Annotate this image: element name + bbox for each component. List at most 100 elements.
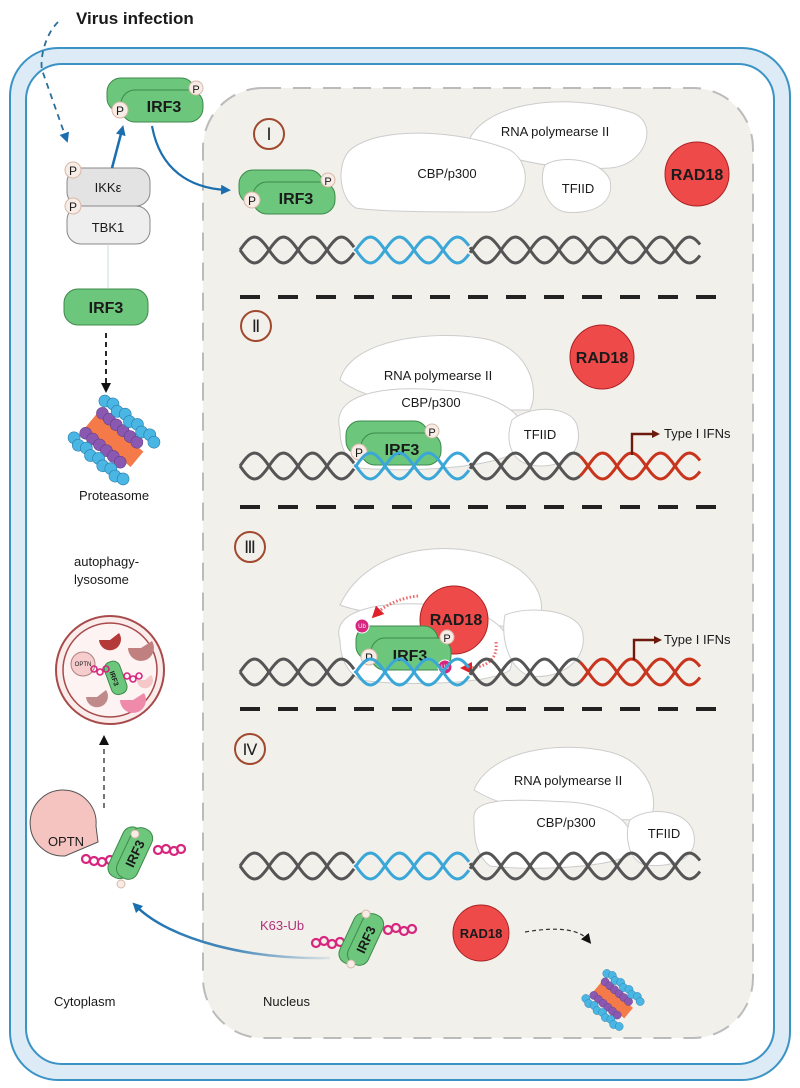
dna-strand-gray [238,657,356,687]
activation-arrow [110,125,126,169]
phospho-label: P [192,84,199,96]
phospho-label: P [116,104,124,118]
dna-strand-gray [468,451,581,481]
k63-ub-label: K63-Ub [260,918,304,933]
irf3-dimer-phosphorylated: IRF3 P P [106,77,204,123]
dna-strand-gray [468,235,702,265]
dna-strand-gray [238,235,356,265]
irf3-dimer: IRF3 P P [238,169,336,215]
rad18-label: RAD18 [671,167,724,184]
stage-marker-3: Ⅲ [234,531,266,563]
irf3-label: IRF3 [385,442,420,459]
dna-strand-blue [353,657,471,687]
stage-2: RNA polymearse II CBP/p300 TFIID RAD18 I… [238,324,731,481]
dna-strand-gray [238,235,356,265]
stage-marker-4: Ⅳ [234,733,266,765]
stage-marker-2: Ⅱ [240,310,272,342]
dna-strand-blue [353,451,471,481]
dna-helix [238,657,702,687]
rad18-protein [569,324,635,390]
proteasome-cap [147,435,161,449]
irf3-k63-ubiquitinated: IRF3 [310,909,418,969]
cbp-label: CBP/p300 [417,166,476,181]
pol2-label: RNA polymearse II [514,773,622,788]
nuclear-export-arrow [132,902,331,960]
autophagolysosome-icon: OPTN IRF3 [55,615,165,725]
stage-numeral: Ⅲ [244,538,256,557]
irf3-label: IRF3 [107,670,119,687]
dna-strand-gray [238,657,356,687]
dna-strand-blue [353,851,471,881]
tfiid-blob [626,811,695,867]
rad18-degradation-arrow [524,928,592,944]
autophagy-label-2: lysosome [74,572,129,587]
ubiquitin-tag: Ub [354,618,370,634]
dna-strand-gray [238,851,356,881]
dna-helix [238,851,702,881]
rad18-label: RAD18 [576,350,629,367]
proteasome-label: Proteasome [79,488,149,503]
phospho-label: P [69,200,77,214]
dna-strand-gray [468,657,581,687]
dna-helix [238,235,702,265]
cbp-label: CBP/p300 [401,395,460,410]
tfiid-blob [541,159,612,214]
tfiid-label: TFIID [648,826,681,841]
dna-strand-gray [468,851,702,881]
phospho-label: P [324,176,331,188]
optn-label: OPTN [75,662,92,668]
irf3-dimer: IRF3 P P [355,625,455,671]
dna-strand-gray [468,657,581,687]
stage-4: RNA polymearse II CBP/p300 TFIID [238,746,702,881]
optn-label: OPTN [48,834,84,849]
type1-ifns-label: Type I IFNs [664,632,731,647]
dna-strand-blue [353,235,471,265]
phospho-label: P [69,164,77,178]
phospho-label: P [428,427,435,439]
proteasome-icon [67,394,161,486]
dna-strand-blue [353,657,471,687]
dna-strand-gray [468,235,702,265]
proteasome-cap [116,472,130,486]
nuclear-import-arrow [150,125,231,195]
pol2-label: RNA polymearse II [384,368,492,383]
stage-numeral: Ⅱ [252,317,260,336]
stage-marker-1: Ⅰ [253,118,285,150]
dna-strand-blue [353,851,471,881]
dna-strand-blue [353,451,471,481]
stage-3: RAD18 IRF3 P P Ub Ub Type I IFNs [238,548,731,687]
irf3-monomer: IRF3 [63,288,149,326]
dna-strand-gray [468,851,702,881]
phospho-label: P [355,446,363,460]
dna-helix [238,451,702,481]
tfiid-blob [503,609,584,677]
dna-strand-red [578,657,702,687]
proteasome-cap [614,1022,624,1031]
proteasome-core [84,413,144,467]
stage-numeral: Ⅰ [266,125,271,144]
cbp-p300-blob [340,132,526,213]
tfiid-label: TFIID [562,181,595,196]
dna-strand-blue [353,235,471,265]
irf3-label: IRF3 [89,300,124,317]
proteasome-cap [635,997,645,1006]
autophagy-label-1: autophagy- [74,554,139,569]
type1-ifns-label: Type I IFNs [664,426,731,441]
optn-irf3-complex: OPTN IRF3 [29,789,187,889]
pol2-label: RNA polymearse II [501,124,609,139]
cytoplasm-label: Cytoplasm [54,994,115,1009]
dna-strand-red [578,657,702,687]
irf3-label: IRF3 [279,191,314,208]
tfiid-label: TFIID [524,427,557,442]
rad18-label: RAD18 [430,612,483,629]
rad18-protein [664,141,730,207]
nucleus-label: Nucleus [263,994,310,1009]
dna-strand-gray [238,451,356,481]
ubiquitination-arrow [371,594,419,619]
proteasome-core [593,981,633,1019]
dna-strand-gray [468,451,581,481]
dna-strand-gray [238,851,356,881]
irf3-label: IRF3 [147,99,182,116]
phospho-label: P [443,633,450,645]
